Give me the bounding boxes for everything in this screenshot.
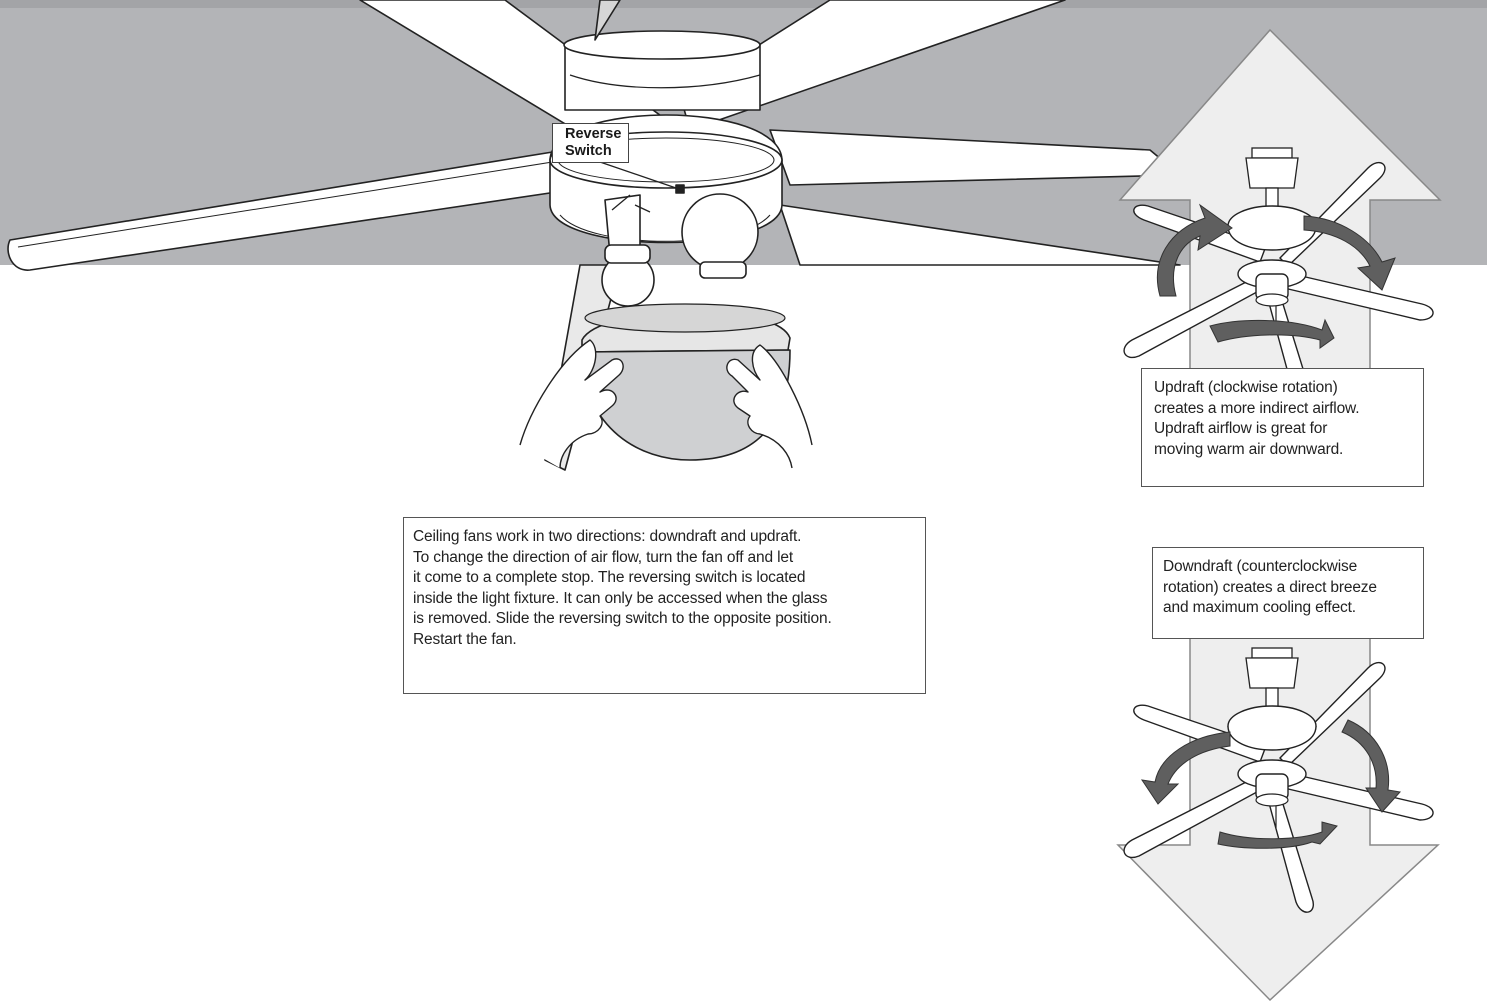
instructions-line: it come to a complete stop. The reversin… xyxy=(413,568,916,589)
downdraft-line: rotation) creates a direct breeze xyxy=(1163,578,1415,599)
updraft-line: moving warm air downward. xyxy=(1154,440,1413,461)
instructions-line: Ceiling fans work in two directions: dow… xyxy=(413,527,916,548)
downdraft-line: and maximum cooling effect. xyxy=(1163,598,1415,619)
instructions-line: To change the direction of air flow, tur… xyxy=(413,548,916,569)
downdraft-line: Downdraft (counterclockwise xyxy=(1163,557,1415,578)
callout-line: Switch xyxy=(565,143,628,160)
reverse-switch-callout: Reverse Switch xyxy=(552,123,629,163)
instructions-box: Ceiling fans work in two directions: dow… xyxy=(403,517,926,694)
instructions-line: inside the light fixture. It can only be… xyxy=(413,589,916,610)
updraft-line: creates a more indirect airflow. xyxy=(1154,399,1413,420)
instructions-line: is removed. Slide the reversing switch t… xyxy=(413,609,916,630)
updraft-line: Updraft (clockwise rotation) xyxy=(1154,378,1413,399)
callout-line: Reverse xyxy=(565,126,628,143)
downdraft-description-box: Downdraft (counterclockwise rotation) cr… xyxy=(1152,547,1424,639)
updraft-description-box: Updraft (clockwise rotation) creates a m… xyxy=(1141,368,1424,487)
updraft-line: Updraft airflow is great for xyxy=(1154,419,1413,440)
instructions-line: Restart the fan. xyxy=(413,630,916,651)
